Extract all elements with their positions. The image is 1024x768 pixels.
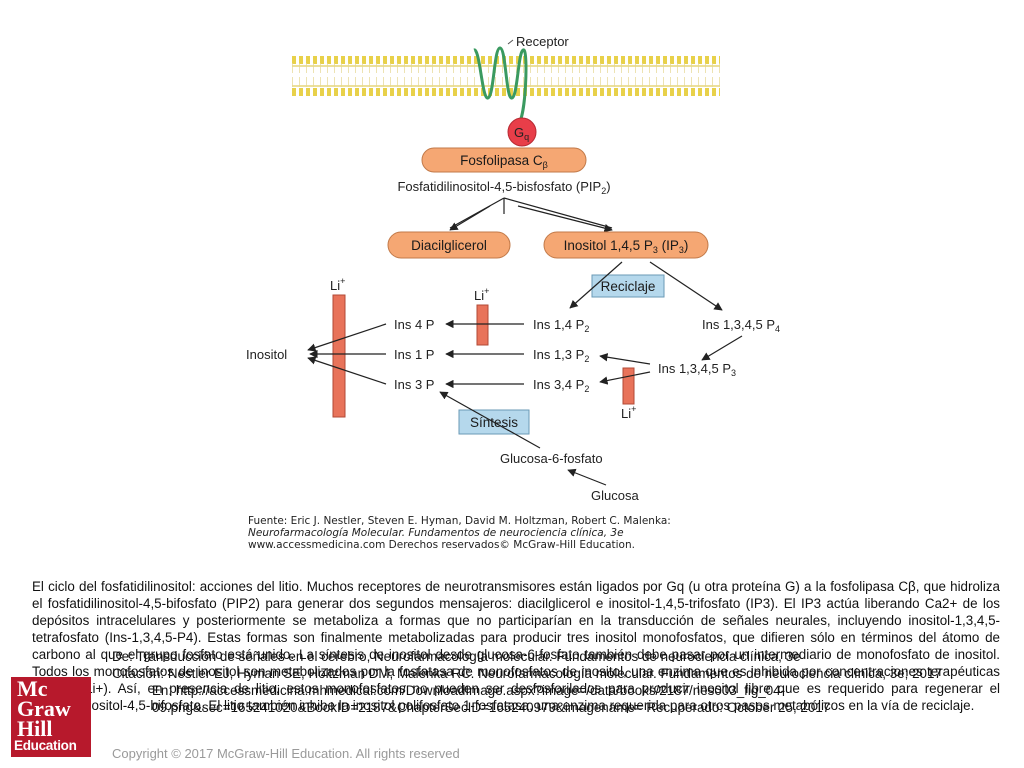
source-line-3: www.accessmedicina.com Derechos reservad… [248,539,635,551]
li-bar-right [622,367,635,405]
ip3-label: Inositol 1,4,5 P3 (IP3) [564,238,689,255]
copyright-text: Copyright © 2017 McGraw-Hill Education. … [112,746,460,761]
li-bar-mid [476,304,489,346]
citation-url[interactable]: En: http://accessmedicina.mhmedical.com/… [152,683,786,698]
arrow-ip3-to-ins1345p4 [649,261,723,311]
li-right-label: Li+ [621,404,636,421]
phosphatidylinositol-cycle-diagram: Receptor Gq Fosfolipasa Cβ Fosfatidilino… [246,34,780,551]
arrow-to-ip3 [517,205,613,233]
diacilglicerol-label: Diacilglicerol [411,238,487,253]
citation-block: De: Transducción de señales en el cerebr… [112,648,1002,716]
ins34p2-label: Ins 3,4 P2 [533,377,589,394]
arrow-glucosa-to-g6p [567,468,607,486]
citation-ref: Citación: Nestler EJ, Hyman SE, Holtzman… [112,666,942,681]
li-left-label: Li+ [330,276,345,293]
logo-education: Education [14,738,77,753]
li-mid-label: Li+ [474,286,489,303]
inositol-label: Inositol [246,347,287,362]
receptor-label: Receptor [516,34,569,49]
arrow-p3-to-ins13p2 [599,353,651,365]
reciclaje-box [591,274,665,298]
ip3-pill [543,231,709,259]
pip2-label: Fosfatidilinositol-4,5-bisfosfato (PIP2) [397,179,610,196]
mcgraw-hill-logo: Mc Graw Hill Education [11,677,91,757]
figure-caption: El ciclo del fosfatidilinositol: accione… [32,579,1000,713]
arrow-p4-to-p3 [701,335,743,361]
ins14p2-label: Ins 1,4 P2 [533,317,589,334]
citation-from: De: Transducción de señales en el cerebr… [112,649,801,664]
li-bar-left [332,294,346,418]
fosfolipasa-pill [421,147,587,173]
arrow-to-diacilglicerol [449,205,491,231]
ins1345p3-label: Ins 1,3,4,5 P3 [658,361,736,378]
citation-url-cont: 09.png&sec=165241020&BookID=2187&Chapter… [152,700,831,715]
fosfolipasa-label: Fosfolipasa Cβ [460,153,548,170]
ins1345p4-label: Ins 1,3,4,5 P4 [702,317,780,334]
arrow-ip3-to-ins14p2 [569,261,623,309]
ins3p-label: Ins 3 P [394,377,434,392]
arrow-g6p-to-ins3p [439,391,541,449]
arrow-p3-to-ins34p2 [599,371,651,385]
receptor-pointer [507,39,514,45]
source-line-2: Neurofarmacología Molecular. Fundamentos… [248,527,624,539]
receptor-helix-icon [472,46,528,126]
diacilglicerol-pill [387,231,511,259]
ins13p2-label: Ins 1,3 P2 [533,347,589,364]
glucosa-label: Glucosa [591,488,639,503]
arrow-ins3p-to-inositol [307,356,387,385]
gq-protein-icon [507,117,537,147]
ins1p-label: Ins 1 P [394,347,434,362]
ins4p-label: Ins 4 P [394,317,434,332]
reciclaje-label: Reciclaje [601,279,656,294]
g6p-label: Glucosa-6-fosfato [500,451,603,466]
arrow-pip2-split [449,197,613,229]
arrow-ins4p-to-inositol [307,323,387,352]
source-line-1: Fuente: Eric J. Nestler, Steven E. Hyman… [248,515,671,527]
logo-wordmark: Mc Graw Hill [17,676,71,741]
